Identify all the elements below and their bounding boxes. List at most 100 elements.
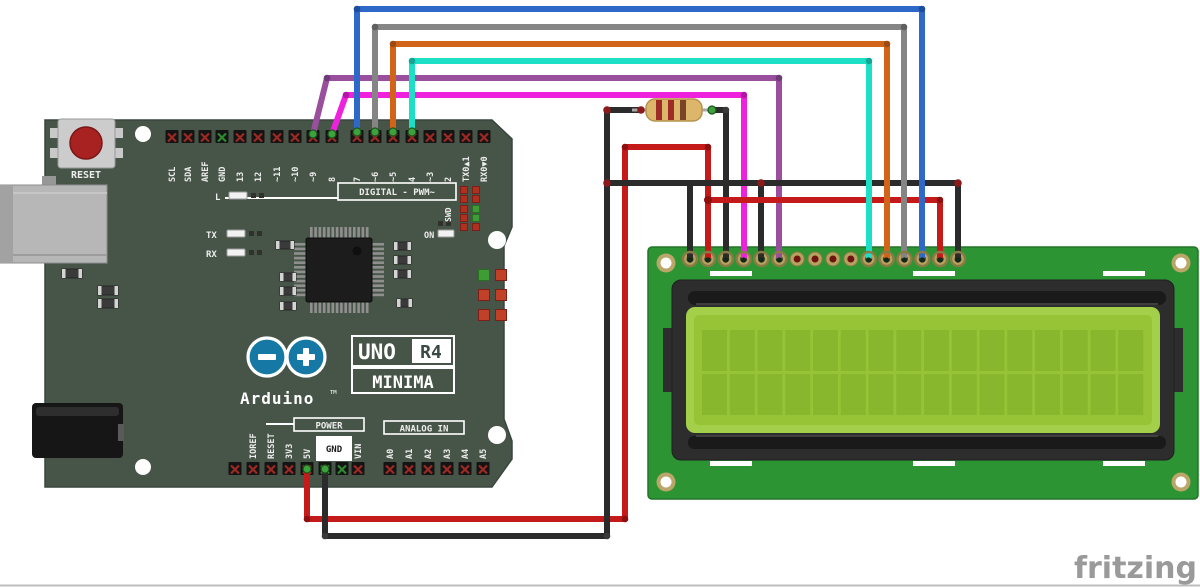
fritzing-watermark: fritzing	[1074, 551, 1197, 586]
pin-label: GND	[218, 167, 228, 182]
wire-cap	[327, 129, 337, 139]
pin-label: VIN	[354, 444, 364, 459]
pin-label: A1	[405, 449, 415, 459]
lcd-char-cell	[813, 330, 838, 371]
power-label: POWER	[315, 422, 343, 432]
icsp-pad	[495, 289, 507, 301]
wire-magenta-rs[interactable]	[329, 92, 747, 260]
mounting-hole	[488, 426, 506, 444]
wire-end-caps	[302, 105, 717, 474]
junction-dot	[637, 106, 645, 114]
pin-label: TX0▲1	[462, 156, 472, 182]
lcd-char-cell	[1118, 330, 1144, 371]
mounting-hole	[135, 126, 151, 142]
pin-label: 5V	[303, 449, 313, 459]
pin-label: ~9	[309, 172, 319, 182]
mcu-chip	[294, 227, 384, 313]
pin-label: ~11	[273, 167, 283, 182]
pin-label: ~10	[291, 167, 301, 182]
pin-label: 12	[254, 172, 264, 182]
gnd-label-box	[316, 436, 352, 461]
wire-purple-enable[interactable]	[310, 75, 782, 260]
wire-orange-d5[interactable]	[390, 41, 890, 260]
wire-red-5v[interactable]	[304, 144, 711, 522]
junction-dot	[757, 179, 765, 187]
resistor-band	[668, 100, 674, 120]
pin-label: IOREF	[249, 433, 259, 459]
swd-pad-grid	[460, 186, 480, 231]
digital-pwm-label: DIGITAL - PWM~	[359, 188, 435, 198]
icsp-pad	[478, 289, 490, 301]
arduino-pcb	[44, 119, 513, 488]
wire-cap	[370, 127, 380, 137]
lcd-char-cell	[1062, 374, 1088, 415]
icsp-pad	[495, 309, 507, 321]
swd-pad	[472, 223, 480, 231]
mounting-hole	[488, 231, 506, 249]
wire-cap	[302, 464, 312, 474]
swd-pad	[460, 223, 468, 231]
wire-cap	[352, 127, 362, 137]
reset-button[interactable]	[50, 118, 123, 169]
pin-label: SCL	[168, 167, 178, 182]
lcd-char-cell	[924, 374, 949, 415]
lcd-char-cell	[1118, 374, 1144, 415]
pin-label: 8	[328, 177, 338, 182]
led-tx-label: TX	[206, 231, 217, 241]
pin-label: 3V3	[285, 444, 295, 459]
wire-blue-d7[interactable]	[354, 6, 925, 260]
pin-label: 13	[236, 172, 246, 182]
resistor-band	[680, 100, 686, 120]
lcd-char-grid	[702, 330, 1144, 415]
pin-label: RX0▼0	[480, 156, 490, 182]
wire-cap	[388, 127, 398, 137]
lcd-char-cell	[757, 330, 783, 371]
pin-label: SDA	[184, 167, 194, 182]
lcd-char-cell	[951, 374, 977, 415]
lcd-char-cell	[785, 374, 811, 415]
lcd-char-cell	[1062, 330, 1088, 371]
arduino-board: RESET DIGITAL - PWM~ L TX RX ON	[0, 118, 513, 488]
pin-label: A0	[386, 449, 396, 459]
pin-label: ~3	[426, 172, 436, 182]
lcd-char-cell	[1090, 330, 1116, 371]
lcd-char-cell	[702, 374, 727, 415]
mounting-hole	[135, 459, 151, 475]
on-label: ON	[424, 231, 434, 241]
wire-bendpoints	[303, 5, 962, 540]
led-tx	[226, 229, 246, 238]
resistor-220[interactable]	[632, 98, 714, 122]
lcd-char-cell	[813, 374, 838, 415]
lcd-char-cell	[702, 330, 727, 371]
wire-cyan-d4[interactable]	[409, 58, 872, 260]
on-led: ON	[424, 221, 455, 241]
gnd-box-label: GND	[326, 445, 343, 455]
wire-gray-d6[interactable]	[372, 24, 907, 260]
lcd-char-cell	[924, 330, 949, 371]
pin-label: ~5	[389, 172, 399, 182]
swd-pad	[472, 205, 480, 213]
pin-label: AREF	[201, 162, 211, 182]
lcd-char-cell	[840, 374, 866, 415]
icsp-pad	[478, 309, 490, 321]
minus-icon	[258, 354, 276, 360]
icsp-pad	[495, 269, 507, 281]
junction-dot	[603, 179, 611, 187]
led-rx-label: RX	[206, 250, 217, 260]
lcd-char-cell	[1007, 330, 1033, 371]
usb-connector	[0, 176, 108, 264]
reset-button-cap[interactable]	[69, 126, 103, 160]
resistor-band	[656, 100, 662, 120]
icsp-pad	[478, 269, 490, 281]
chip-pin1-marker	[352, 246, 362, 256]
swd-pad	[460, 186, 468, 194]
swd-pad	[472, 195, 480, 203]
junction-dot	[704, 196, 712, 204]
lcd-char-cell	[1090, 374, 1116, 415]
badge-uno: UNO	[358, 340, 396, 364]
wire-cap	[707, 105, 717, 115]
